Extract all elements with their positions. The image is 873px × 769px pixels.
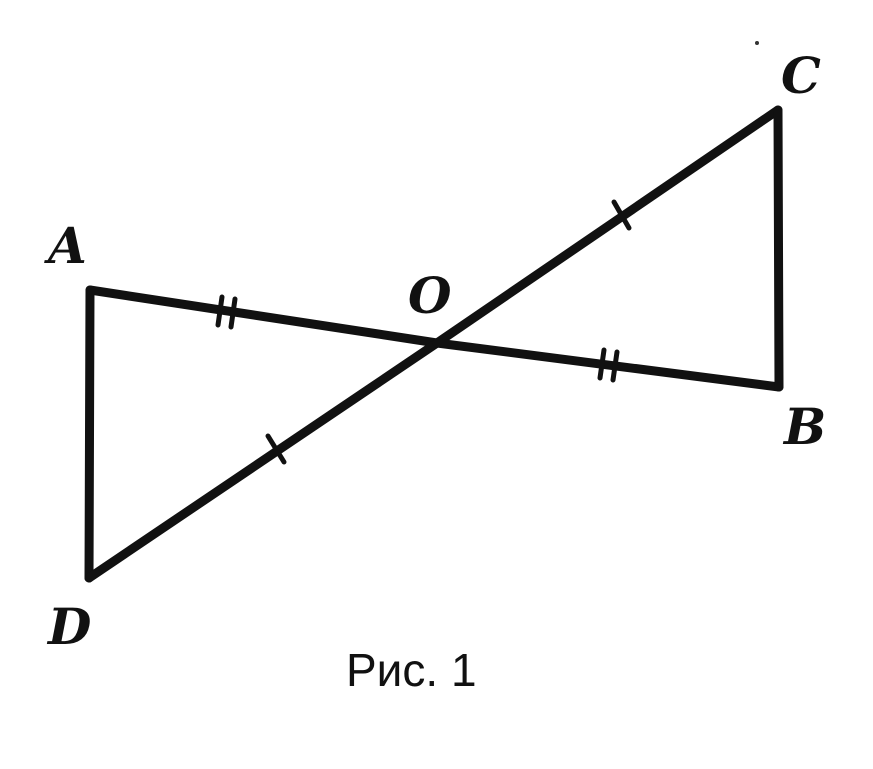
figure-caption: Рис. 1	[346, 644, 477, 696]
segment-AD	[84, 285, 95, 583]
segment-AO	[85, 285, 442, 348]
single-tick-DO	[265, 433, 287, 465]
segment-OB	[432, 338, 784, 392]
vertex-label-D: D	[46, 597, 91, 656]
segment-DO	[84, 338, 442, 583]
vertex-label-A: A	[44, 216, 87, 275]
vertex-label-B: B	[782, 397, 826, 456]
vertex-label-O: O	[408, 266, 452, 325]
segment-OC	[432, 105, 783, 348]
double-tick-AO	[215, 294, 238, 330]
double-tick-OB	[597, 347, 620, 383]
single-tick-OC	[611, 199, 632, 231]
scan-speck	[755, 41, 759, 45]
vertex-label-C: C	[781, 46, 821, 105]
segment-CB	[773, 105, 784, 392]
